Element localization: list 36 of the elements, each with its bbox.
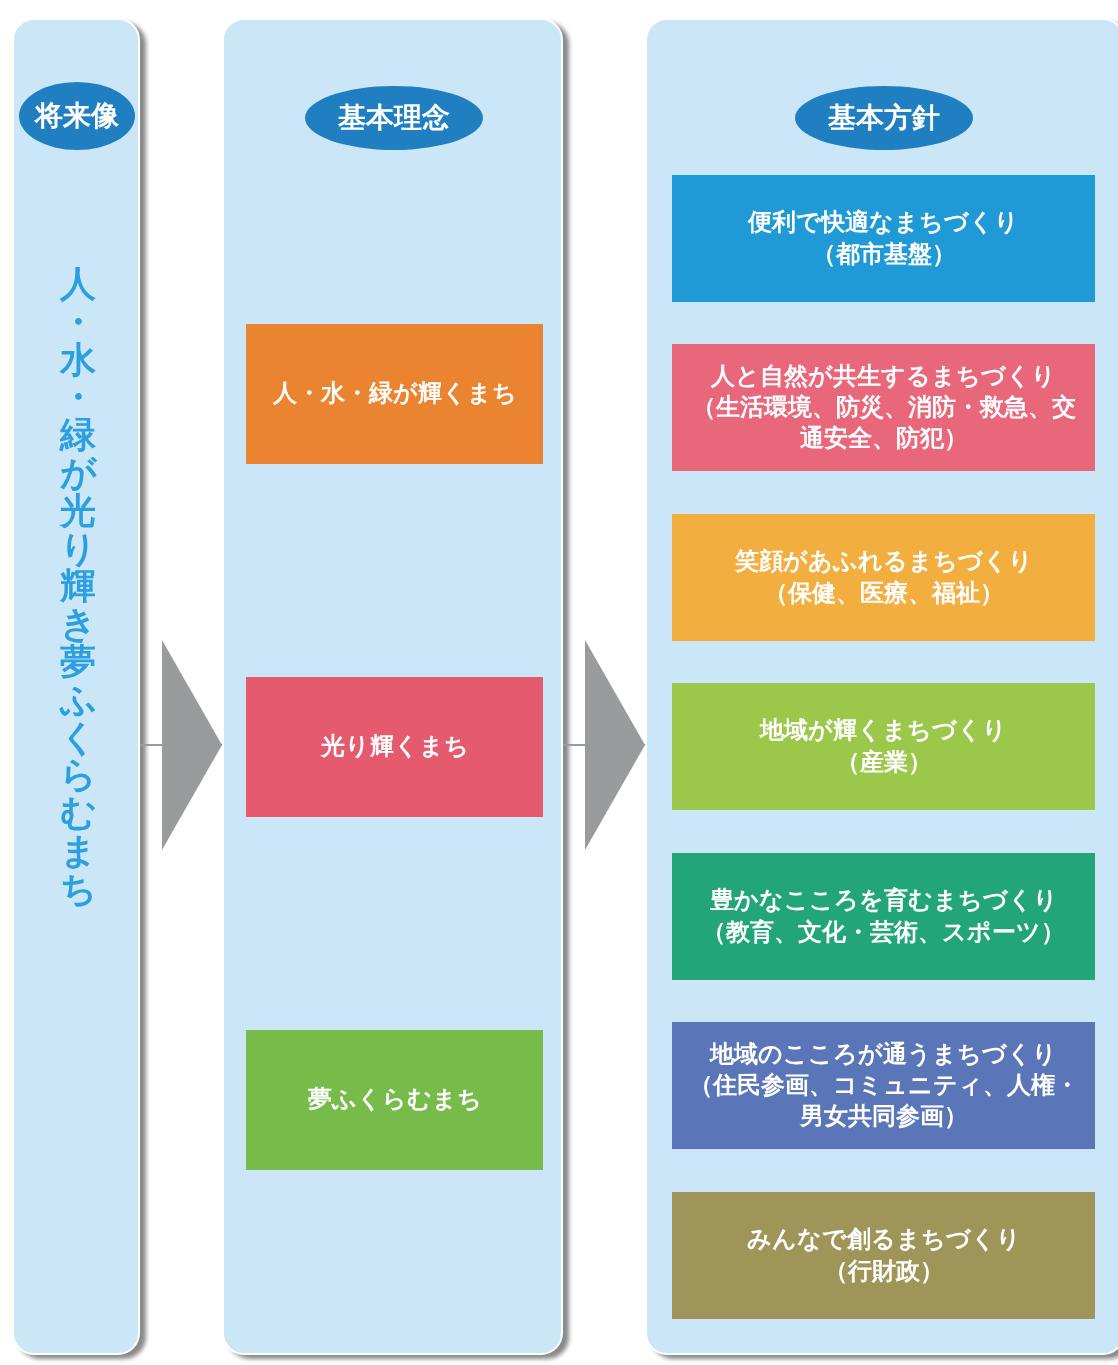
box-title: みんなで創るまちづくり	[746, 1224, 1021, 1256]
box-subtitle: （生活環境、防災、消防・救急、交通安全、防犯）	[690, 391, 1077, 455]
box-subtitle: （都市基盤）	[811, 238, 956, 270]
box-title: 人と自然が共生するまちづくり	[711, 360, 1056, 392]
box-title: 笑顔があふれるまちづくり	[734, 546, 1033, 578]
column-panel	[222, 18, 563, 1355]
box-subtitle: （教育、文化・芸術、スポーツ）	[702, 916, 1065, 948]
box-title: 便利で快適なまちづくり	[748, 207, 1019, 239]
colored-box	[672, 1192, 1095, 1319]
box-title: 地域のこころが通うまちづくり	[710, 1038, 1057, 1070]
box-subtitle: （行財政）	[823, 1255, 944, 1287]
column-panel	[645, 18, 1118, 1355]
box-subtitle: （住民参画、コミュニティ、人権・男女共同参画）	[687, 1069, 1080, 1133]
heading-badge: 将来像	[19, 82, 135, 150]
colored-box	[672, 853, 1095, 980]
colored-box	[672, 1022, 1095, 1149]
heading-badge: 基本理念	[305, 86, 483, 150]
box-title: 地域が輝くまちづくり	[760, 715, 1007, 747]
colored-box	[672, 683, 1095, 810]
colored-box	[672, 344, 1095, 471]
chevron-arrow	[139, 640, 223, 850]
colored-box	[246, 324, 543, 464]
box-subtitle: （保健、医療、福祉）	[763, 577, 1004, 609]
vertical-text: 人・水・緑が光り輝き夢ふくらむまち	[58, 265, 98, 908]
heading-badge: 基本方針	[795, 86, 973, 150]
chevron-arrow	[562, 640, 646, 850]
box-title: 光り輝くまち	[320, 731, 469, 763]
colored-box	[672, 175, 1095, 302]
colored-box	[246, 1030, 543, 1170]
box-title: 夢ふくらむまち	[307, 1084, 482, 1116]
colored-box	[246, 677, 543, 817]
box-title: 豊かなこころを育むまちづくり	[709, 885, 1058, 917]
column-panel	[12, 18, 140, 1355]
box-subtitle: （産業）	[835, 746, 932, 778]
box-title: 人・水・緑が輝くまち	[272, 378, 517, 410]
colored-box	[672, 514, 1095, 641]
